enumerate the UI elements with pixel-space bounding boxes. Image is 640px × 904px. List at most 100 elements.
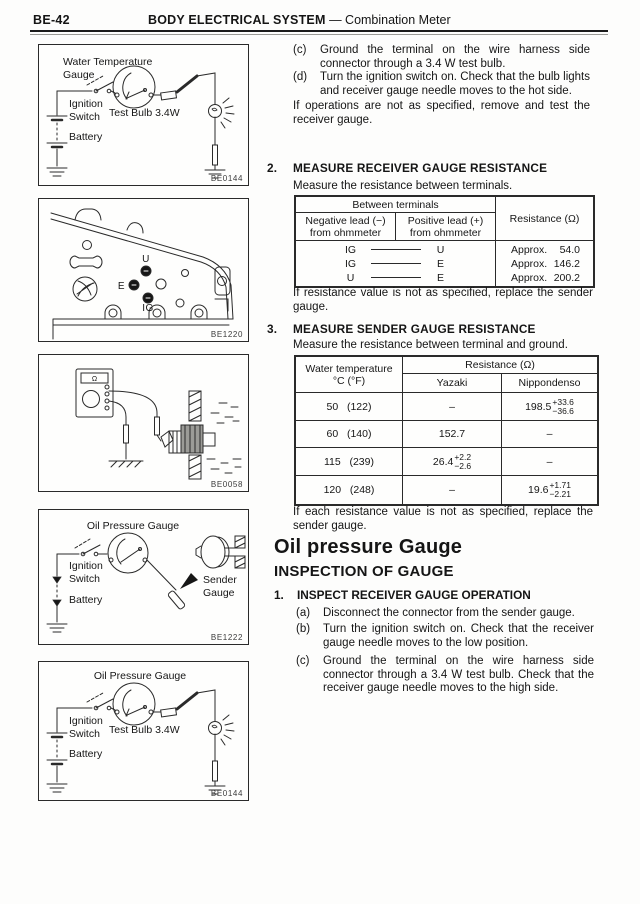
positive-terminal: E (436, 257, 444, 270)
item-label: (c) (293, 44, 307, 56)
terminal-pair-row: IG U (296, 243, 495, 257)
temperature-cell: 50 (122) (295, 392, 403, 421)
item-label: (b) (296, 623, 311, 635)
figure-code: BE1220 (211, 330, 243, 339)
table-header-yazaki: Yazaki (402, 373, 502, 393)
instruction-item-d: (d) Turn the ignition switch on. Check t… (293, 71, 590, 98)
terminal-pair-row: U E (296, 271, 495, 285)
instruction-item-a: (a) Disconnect the connector from the se… (296, 607, 594, 621)
table-header-resistance: Resistance (Ω) (402, 356, 598, 374)
instruction-item-c2: (c) Ground the terminal on the wire harn… (296, 655, 594, 696)
figure-oil-pressure-gauge-sender: Oil Pressure Gauge Ignition Switch Batte… (38, 509, 249, 645)
figure-label-oil-pressure-gauge: Oil Pressure Gauge (87, 520, 179, 532)
plus-tolerance: +33.6 (552, 396, 574, 407)
resistance-values-cell: Approx. 54.0 Approx. 146.2 Approx. 200.2 (495, 240, 594, 287)
note-paragraph: If resistance value is not as specified,… (293, 287, 593, 313)
header-rule (30, 30, 608, 32)
yazaki-cell: 152.7 (402, 420, 502, 448)
base-value: 26.4 (432, 455, 454, 468)
temperature-cell: 120 (248) (295, 475, 403, 505)
step-3-heading: 3. MEASURE SENDER GAUGE RESISTANCE (267, 322, 597, 336)
table-header-positive-lead: Positive lead (+) from ohmmeter (395, 212, 496, 241)
table: Between terminals Resistance (Ω) Negativ… (295, 196, 594, 287)
figure-water-temp-gauge-circuit: Water Temperature Gauge Ignition Switch … (38, 44, 249, 186)
figure-label-ignition: Ignition (69, 98, 103, 110)
sender-gauge-resistance-table: Water temperature °C (°F) Resistance (Ω)… (294, 355, 599, 506)
step-2-heading: 2. MEASURE RECEIVER GAUGE RESISTANCE (267, 161, 597, 175)
water-temp-gauge-circuit-diagram: Water Temperature Gauge Ignition Switch … (46, 56, 243, 183)
yazaki-cell: 26.4 +2.2 −2.6 (402, 447, 502, 476)
figure-label-switch: Switch (69, 111, 100, 123)
item-text: Ground the terminal on the wire harness … (323, 655, 594, 694)
figure-code: BE0144 (211, 174, 243, 183)
item-label: (d) (293, 71, 308, 83)
figure-label-water-temperature: Water Temperature (63, 56, 152, 68)
ohmmeter-omega-symbol: Ω (92, 376, 97, 383)
figure-code: BE0144 (211, 789, 243, 798)
tolerance-value: 19.6 +1.71 −2.21 (528, 481, 571, 499)
terminal-pairs-cell: IG U IG E U E (295, 240, 496, 287)
item-text: Ground the terminal on the wire harness … (320, 44, 590, 70)
connection-line (370, 249, 421, 250)
figure-code: BE1222 (211, 633, 243, 642)
table-row: 50 (122) – 198.5 +33.6 −36.6 (295, 392, 598, 421)
figure-label-switch: Switch (69, 573, 100, 585)
figure-oil-pressure-gauge-circuit: Oil Pressure Gauge Ignition Switch Test … (38, 661, 249, 801)
step-number: 1. (274, 588, 284, 602)
nippondenso-cell: 19.6 +1.71 −2.21 (501, 475, 598, 505)
figure-combination-meter-terminals: U E IG BE1220 (38, 198, 249, 342)
figure-label-test-bulb: Test Bulb 3.4W (109, 724, 180, 736)
plus-tolerance: +1.71 (549, 480, 571, 490)
approx-label: Approx. (511, 243, 548, 256)
table-header-nippondenso: Nippondenso (501, 373, 598, 393)
oil-pressure-gauge-circuit-diagram: Oil Pressure Gauge Ignition Switch Test … (46, 670, 243, 798)
terminal-u-label: U (142, 254, 150, 265)
table-header-negative-lead: Negative lead (−) from ohmmeter (295, 212, 396, 241)
inspection-of-gauge-heading: INSPECTION OF GAUGE (274, 563, 454, 580)
step-number: 2. (267, 161, 278, 175)
minus-tolerance: −2.21 (549, 489, 571, 499)
base-value: 198.5 (525, 400, 552, 413)
step-number: 3. (267, 322, 278, 336)
receiver-gauge-resistance-table: Between terminals Resistance (Ω) Negativ… (294, 195, 595, 288)
page-number: BE-42 (33, 13, 70, 27)
resistance-value-row: Approx. 54.0 (496, 243, 593, 257)
figure-label-ignition: Ignition (69, 560, 103, 572)
connection-line (370, 277, 421, 278)
note-paragraph: If each resistance value is not as speci… (293, 506, 593, 532)
minus-tolerance: −36.6 (552, 405, 574, 416)
approx-label: Approx. (511, 271, 548, 284)
yazaki-cell: – (402, 392, 502, 421)
section-title: BODY ELECTRICAL SYSTEM (148, 13, 326, 27)
oil-pressure-gauge-sender-diagram: Oil Pressure Gauge Ignition Switch Batte… (46, 520, 246, 642)
figure-label-battery: Battery (69, 594, 103, 606)
step-2-intro: Measure the resistance between terminals… (293, 180, 513, 192)
figure-label-battery: Battery (69, 131, 103, 143)
temperature-cell: 115 (239) (295, 447, 403, 476)
terminal-ig-label: IG (142, 303, 154, 314)
figure-label-oil-pressure-gauge: Oil Pressure Gauge (94, 670, 186, 682)
table-row: 115 (239) 26.4 +2.2 −2.6 – (295, 447, 598, 476)
figure-label-test-bulb: Test Bulb 3.4W (109, 107, 180, 119)
figure-sender-gauge-resistance-check: Ω BE0058 (38, 354, 249, 492)
nippondenso-cell: – (501, 420, 598, 448)
figure-label-switch: Switch (69, 728, 100, 740)
figure-label-ignition: Ignition (69, 715, 103, 727)
positive-terminal: E (436, 271, 444, 284)
instruction-item-b: (b) Turn the ignition switch on. Check t… (296, 623, 594, 650)
step-title: INSPECT RECEIVER GAUGE OPERATION (297, 588, 531, 602)
tolerance-value: 26.4 +2.2 −2.6 (432, 452, 471, 471)
table-row: 120 (248) – 19.6 +1.71 −2.21 (295, 475, 598, 505)
item-label: (c) (296, 655, 310, 667)
yazaki-cell: – (402, 475, 502, 505)
resistance-value-row: Approx. 146.2 (496, 257, 593, 271)
header-rule-thin (30, 34, 608, 35)
negative-terminal: U (346, 271, 355, 284)
figure-label-gauge: Gauge (63, 69, 95, 81)
terminal-pair-row: IG E (296, 257, 495, 271)
item-label: (a) (296, 607, 311, 619)
note-paragraph: If operations are not as specified, remo… (293, 100, 590, 126)
nippondenso-cell: – (501, 447, 598, 476)
figure-label-sender: Sender (203, 574, 237, 586)
